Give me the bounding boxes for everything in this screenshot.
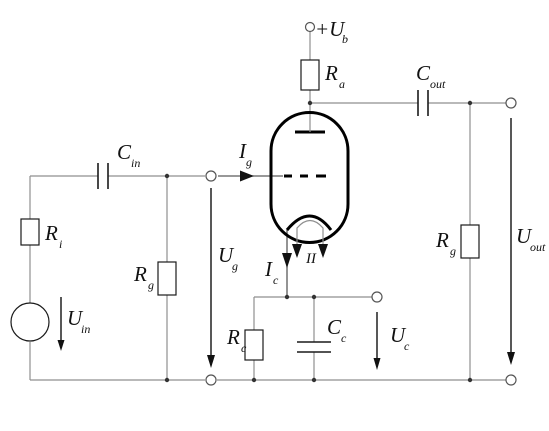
output-terminal	[505, 97, 517, 109]
resistor-rg-output	[460, 224, 480, 259]
svg-text:c: c	[273, 273, 279, 287]
svg-text:in: in	[81, 322, 90, 336]
arrow-uc	[373, 312, 381, 370]
svg-text:a: a	[339, 77, 345, 91]
svg-text:c: c	[341, 331, 347, 345]
label-cin: C	[117, 140, 132, 164]
svg-text:b: b	[342, 32, 348, 46]
label-uout: U	[516, 224, 533, 248]
arrow-uin	[57, 297, 65, 351]
svg-text:i: i	[59, 237, 62, 251]
ac-source	[10, 302, 50, 342]
label-ug: U	[218, 243, 235, 267]
resistor-rc	[244, 329, 264, 361]
arrow-uout	[507, 118, 515, 365]
label-uin: U	[67, 306, 84, 330]
svg-text:c: c	[241, 341, 247, 355]
grid-terminal	[205, 170, 217, 182]
svg-text:g: g	[232, 259, 238, 273]
tube-cathode	[285, 214, 333, 231]
svg-text:in: in	[131, 156, 140, 170]
label-ig: I	[238, 139, 247, 163]
label-ic: I	[264, 257, 273, 281]
capacitor-cout	[417, 90, 429, 116]
label-ri: R	[44, 221, 58, 245]
svg-text:out: out	[530, 240, 546, 254]
svg-text:c: c	[404, 339, 410, 353]
arrow-ia	[292, 244, 328, 258]
svg-text:g: g	[246, 155, 252, 169]
junction-dots	[164, 100, 473, 383]
labels: +U b R a C out C in I g R i R g U g U in…	[44, 17, 546, 355]
vacuum-tube	[269, 111, 350, 244]
label-ia: I	[305, 251, 312, 267]
label-uc: U	[390, 323, 407, 347]
tube-heater	[296, 219, 324, 244]
arrow-ig	[240, 170, 254, 182]
label-rc: R	[226, 325, 240, 349]
cathode-terminal	[371, 291, 383, 303]
output-ground-terminal	[505, 374, 517, 386]
supply-terminal	[304, 21, 316, 33]
svg-text:g: g	[450, 244, 456, 258]
input-ground-terminal	[205, 374, 217, 386]
resistor-ri	[20, 218, 40, 246]
arrow-ic	[282, 253, 292, 268]
capacitor-cc	[297, 341, 331, 353]
label-rg-input: R	[133, 262, 147, 286]
label-ub: +U	[315, 17, 346, 41]
arrow-ug	[207, 188, 215, 368]
label-ra: R	[324, 61, 338, 85]
svg-text:I: I	[310, 251, 317, 267]
label-cc: C	[327, 315, 342, 339]
label-rg-output: R	[435, 228, 449, 252]
svg-text:out: out	[430, 77, 446, 91]
resistor-ra	[300, 59, 320, 91]
label-cout: C	[416, 61, 431, 85]
svg-text:g: g	[148, 278, 154, 292]
terminals	[205, 21, 517, 386]
capacitor-cin	[97, 163, 109, 189]
resistor-rg-input	[157, 261, 177, 296]
